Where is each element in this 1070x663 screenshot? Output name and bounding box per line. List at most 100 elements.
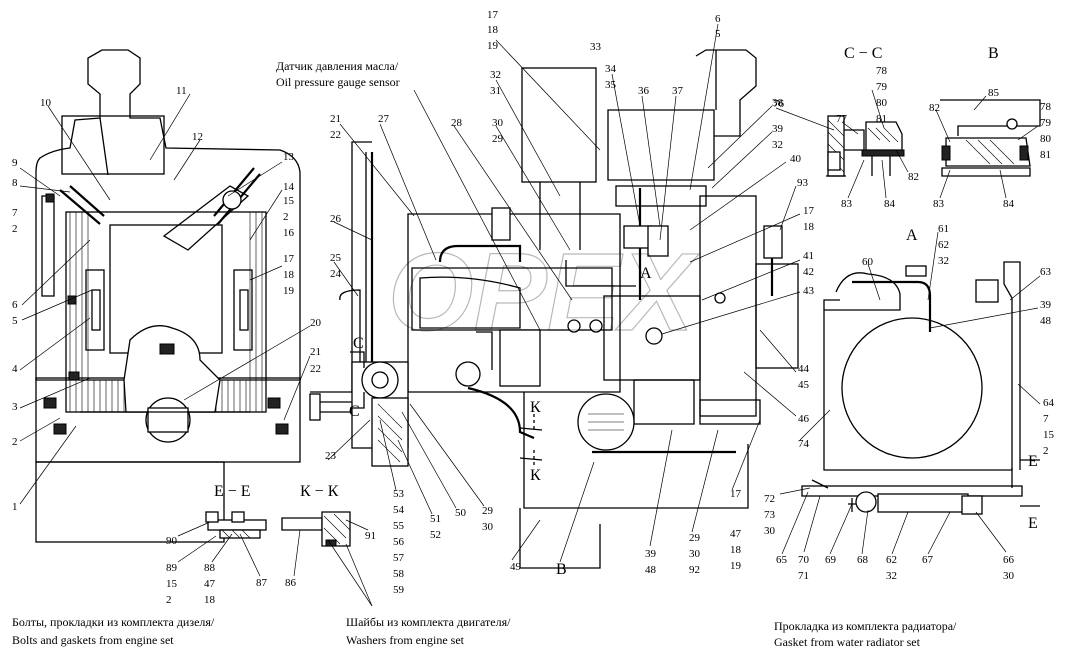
part-number-label: 47 — [204, 578, 216, 590]
part-number-label: 18 — [487, 24, 499, 36]
part-number-label: 19 — [283, 285, 295, 297]
part-number-label: 29 — [689, 532, 701, 544]
part-number-label: 19 — [487, 40, 499, 52]
part-number-label: 78 — [876, 65, 888, 77]
caption-oil-sensor-ru: Датчик давления масла/ — [276, 59, 399, 73]
part-number-label: 58 — [393, 568, 405, 580]
part-number-label: 9 — [12, 157, 18, 169]
part-number-label: 5 — [715, 28, 721, 40]
part-number-label: 2 — [12, 223, 18, 235]
part-number-label: 26 — [330, 213, 342, 225]
part-number-label: 16 — [283, 227, 295, 239]
part-number-label: 30 — [492, 117, 504, 129]
section-title-ee: Е − Е — [214, 483, 251, 500]
part-number-label: 40 — [790, 153, 802, 165]
part-number-label: 8 — [12, 177, 18, 189]
section-cc — [826, 115, 905, 177]
part-number-label: 89 — [166, 562, 178, 574]
part-number-label: 81 — [1040, 149, 1051, 161]
part-number-label: 83 — [841, 198, 853, 210]
part-number-label: 7 — [1043, 413, 1049, 425]
part-number-label: 29 — [492, 133, 504, 145]
part-number-label: 70 — [798, 554, 810, 566]
section-marker-letter: С — [349, 403, 360, 420]
part-number-label: 14 — [283, 181, 295, 193]
part-number-label: 79 — [876, 81, 888, 93]
part-number-label: 22 — [310, 363, 321, 375]
part-number-label: 21 — [310, 346, 321, 358]
part-number-label: 18 — [803, 221, 815, 233]
part-number-label: 22 — [330, 129, 341, 141]
part-number-label: 88 — [204, 562, 216, 574]
part-number-label: 30 — [689, 548, 701, 560]
part-number-label: 24 — [330, 268, 342, 280]
part-number-label: 50 — [455, 507, 467, 519]
part-number-label: 62 — [938, 239, 949, 251]
section-marker-letter: Е — [1028, 453, 1038, 470]
part-number-label: 44 — [798, 363, 810, 375]
part-number-label: 83 — [933, 198, 945, 210]
section-marker-letter: К — [530, 467, 541, 484]
part-number-label: 33 — [590, 41, 602, 53]
view-title-b: В — [988, 45, 999, 62]
caption-gasket-ru: Прокладка из комплекта радиатора/ — [774, 619, 957, 633]
part-number-label: 92 — [689, 564, 700, 576]
part-number-label: 15 — [283, 195, 295, 207]
caption-bolts-en: Bolts and gaskets from engine set — [12, 633, 174, 647]
part-number-label: 32 — [938, 255, 949, 267]
part-number-label: 15 — [166, 578, 178, 590]
section-title-cc: С − С — [844, 45, 882, 62]
watermark: OPEX — [388, 231, 699, 354]
section-b — [940, 99, 1041, 177]
part-number-label: 84 — [884, 198, 896, 210]
part-number-label: 15 — [1043, 429, 1055, 441]
part-number-label: 28 — [451, 117, 463, 129]
part-number-label: 39 — [772, 123, 784, 135]
part-number-label: 18 — [204, 594, 216, 606]
part-number-label: 66 — [1003, 554, 1015, 566]
part-number-label: 4 — [12, 363, 18, 375]
part-number-label: 32 — [490, 69, 501, 81]
part-number-label: 1 — [12, 501, 18, 513]
part-number-label: 81 — [876, 113, 887, 125]
part-number-label: 65 — [776, 554, 788, 566]
part-number-label: 93 — [797, 177, 809, 189]
part-number-label: 84 — [1003, 198, 1015, 210]
part-number-label: 6 — [715, 13, 721, 25]
part-number-label: 2 — [12, 436, 18, 448]
caption-washers-en: Washers from engine set — [346, 633, 465, 647]
part-number-label: 42 — [803, 266, 814, 278]
section-ee — [205, 511, 267, 539]
part-number-label: 6 — [12, 299, 18, 311]
part-number-label: 18 — [730, 544, 742, 556]
part-number-label: 59 — [393, 584, 405, 596]
section-marker-letter: Е — [1028, 515, 1038, 532]
part-number-label: 76 — [773, 98, 785, 110]
part-number-label: 2 — [166, 594, 172, 606]
part-number-label: 13 — [283, 151, 295, 163]
part-number-label: 34 — [605, 63, 617, 75]
part-number-label: 87 — [256, 577, 268, 589]
section-marker-letter: К — [530, 399, 541, 416]
part-number-label: 37 — [672, 85, 684, 97]
part-number-label: 23 — [325, 450, 337, 462]
caption-oil-sensor-en: Oil pressure gauge sensor — [276, 75, 400, 89]
part-number-label: 57 — [393, 552, 405, 564]
part-number-label: 54 — [393, 504, 405, 516]
caption-washers-ru: Шайбы из комплекта двигателя/ — [346, 615, 511, 629]
part-number-label: 5 — [12, 315, 18, 327]
part-number-label: 46 — [798, 413, 810, 425]
part-number-label: 47 — [730, 528, 742, 540]
part-number-label: 30 — [1003, 570, 1015, 582]
part-number-label: 2 — [283, 211, 289, 223]
part-number-label: 48 — [645, 564, 657, 576]
part-number-label: 78 — [1040, 101, 1052, 113]
part-number-label: 60 — [862, 256, 874, 268]
part-number-label: 19 — [730, 560, 742, 572]
part-number-label: 32 — [886, 570, 897, 582]
part-number-label: 30 — [764, 525, 776, 537]
part-number-label: 63 — [1040, 266, 1052, 278]
part-number-label: 80 — [876, 97, 888, 109]
